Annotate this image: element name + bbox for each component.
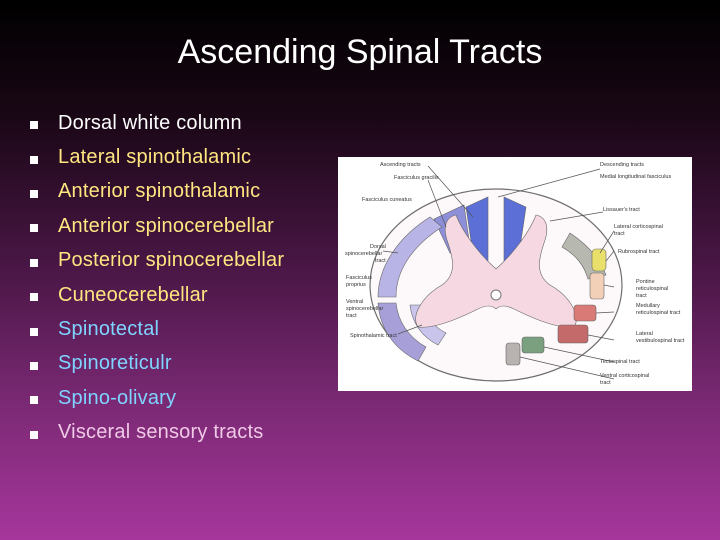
bullet-text: Spinoreticulr [58,352,172,375]
square-bullet-icon [30,155,38,164]
bullet-text: Anterior spinothalamic [58,180,261,203]
square-bullet-icon [30,121,38,130]
bullet-text: Lateral spinothalamic [58,146,252,169]
label-lateral-vestibulospinal-1: Lateral [636,331,653,337]
square-bullet-icon [30,327,38,336]
bullet-item: Spinoreticulr [30,347,284,381]
label-lateral-vestibulospinal-2: vestibulospinal tract [636,338,685,344]
label-pontine-2: reticulospinal [636,286,668,292]
spinal-cord-svg: Ascending tracts Fasciculus gracilis Fas… [345,162,685,386]
bullet-text: Spino-olivary [58,386,177,409]
label-medial-longitudinal-fasciculus: Medial longitudinal fasciculus [600,174,671,180]
label-medullary-2: reticulospinal tract [636,310,681,316]
tectospinal-tract [521,336,545,354]
label-lissauers-tract: Lissauer's tract [603,207,640,213]
central-canal [490,289,502,301]
slide-title: Ascending Spinal Tracts [177,33,543,71]
label-ventral-spinocerebellar-3: tract [346,313,357,319]
bullet-text: Anterior spinocerebellar [58,214,275,237]
lateral-vestibulospinal-tract [557,324,589,344]
square-bullet-icon [30,258,38,267]
square-bullet-icon [30,224,38,233]
label-pontine-1: Pontine [636,279,655,285]
label-tectospinal-tract: Tectospinal tract [600,359,640,365]
bullet-item: Dorsal white column [30,106,284,140]
bullet-list: Dorsal white column Lateral spinothalami… [30,106,284,450]
label-lateral-corticospinal-2: tract [614,231,625,237]
label-descending-tracts: Descending tracts [600,162,644,168]
square-bullet-icon [30,396,38,405]
square-bullet-icon [30,293,38,302]
label-fasciculus-proprius-2: proprius [346,282,366,288]
label-lateral-corticospinal-1: Lateral corticospinal [614,224,663,230]
pontine-reticulospinal-tract [589,272,605,300]
square-bullet-icon [30,189,38,198]
bullet-item: Spinotectal [30,312,284,346]
bullet-text: Posterior spinocerebellar [58,249,285,272]
label-ventral-spinocerebellar-2: spinocerebellar [346,306,383,312]
label-pontine-3: tract [636,293,647,299]
label-dorsal-spinocerebellar-1: Dorsal [370,244,386,250]
ventral-corticospinal-tract [505,342,521,366]
bullet-text: Dorsal white column [58,111,242,134]
label-ventral-spinocerebellar-1: Ventral [346,299,363,305]
label-ventral-corticospinal-2: tract [600,380,611,386]
label-spinothalamic-tract: Spinothalamic tract [350,333,397,339]
bullet-text: Visceral sensory tracts [58,421,264,444]
label-ascending-tracts: Ascending tracts [380,162,421,168]
bullet-item: Visceral sensory tracts [30,416,284,450]
bullet-item: Cuneocerebellar [30,278,284,312]
label-medullary-1: Medullary [636,303,660,309]
bullet-text: Cuneocerebellar [58,283,208,306]
label-fasciculus-cuneatus: Fasciculus cuneatus [362,197,412,203]
label-fasciculus-gracilis: Fasciculus gracilis [394,175,439,181]
leader-lines [382,165,615,380]
bullet-item: Posterior spinocerebellar [30,244,284,278]
bullet-item: Anterior spinocerebellar [30,209,284,243]
dorsal-spinocerebellar-tract [377,216,443,298]
gray-matter [415,214,577,328]
bullet-text: Spinotectal [58,318,160,341]
bullet-item: Lateral spinothalamic [30,140,284,174]
bullet-item: Anterior spinothalamic [30,175,284,209]
label-fasciculus-proprius-1: Fasciculus [346,275,372,281]
label-rubrospinal-tract: Rubrospinal tract [618,249,660,255]
medullary-reticulospinal-tract [573,304,597,322]
label-ventral-corticospinal-1: Ventral corticospinal [600,373,649,379]
label-dorsal-spinocerebellar-2: spinocerebellar [345,251,382,257]
label-dorsal-spinocerebellar-3: tract [375,258,386,264]
rubrospinal-tract [591,248,607,272]
square-bullet-icon [30,361,38,370]
bullet-item: Spino-olivary [30,381,284,415]
square-bullet-icon [30,430,38,439]
ventral-spinocerebellar-tract [377,302,427,362]
spinal-cord-diagram: Ascending tracts Fasciculus gracilis Fas… [338,157,692,391]
